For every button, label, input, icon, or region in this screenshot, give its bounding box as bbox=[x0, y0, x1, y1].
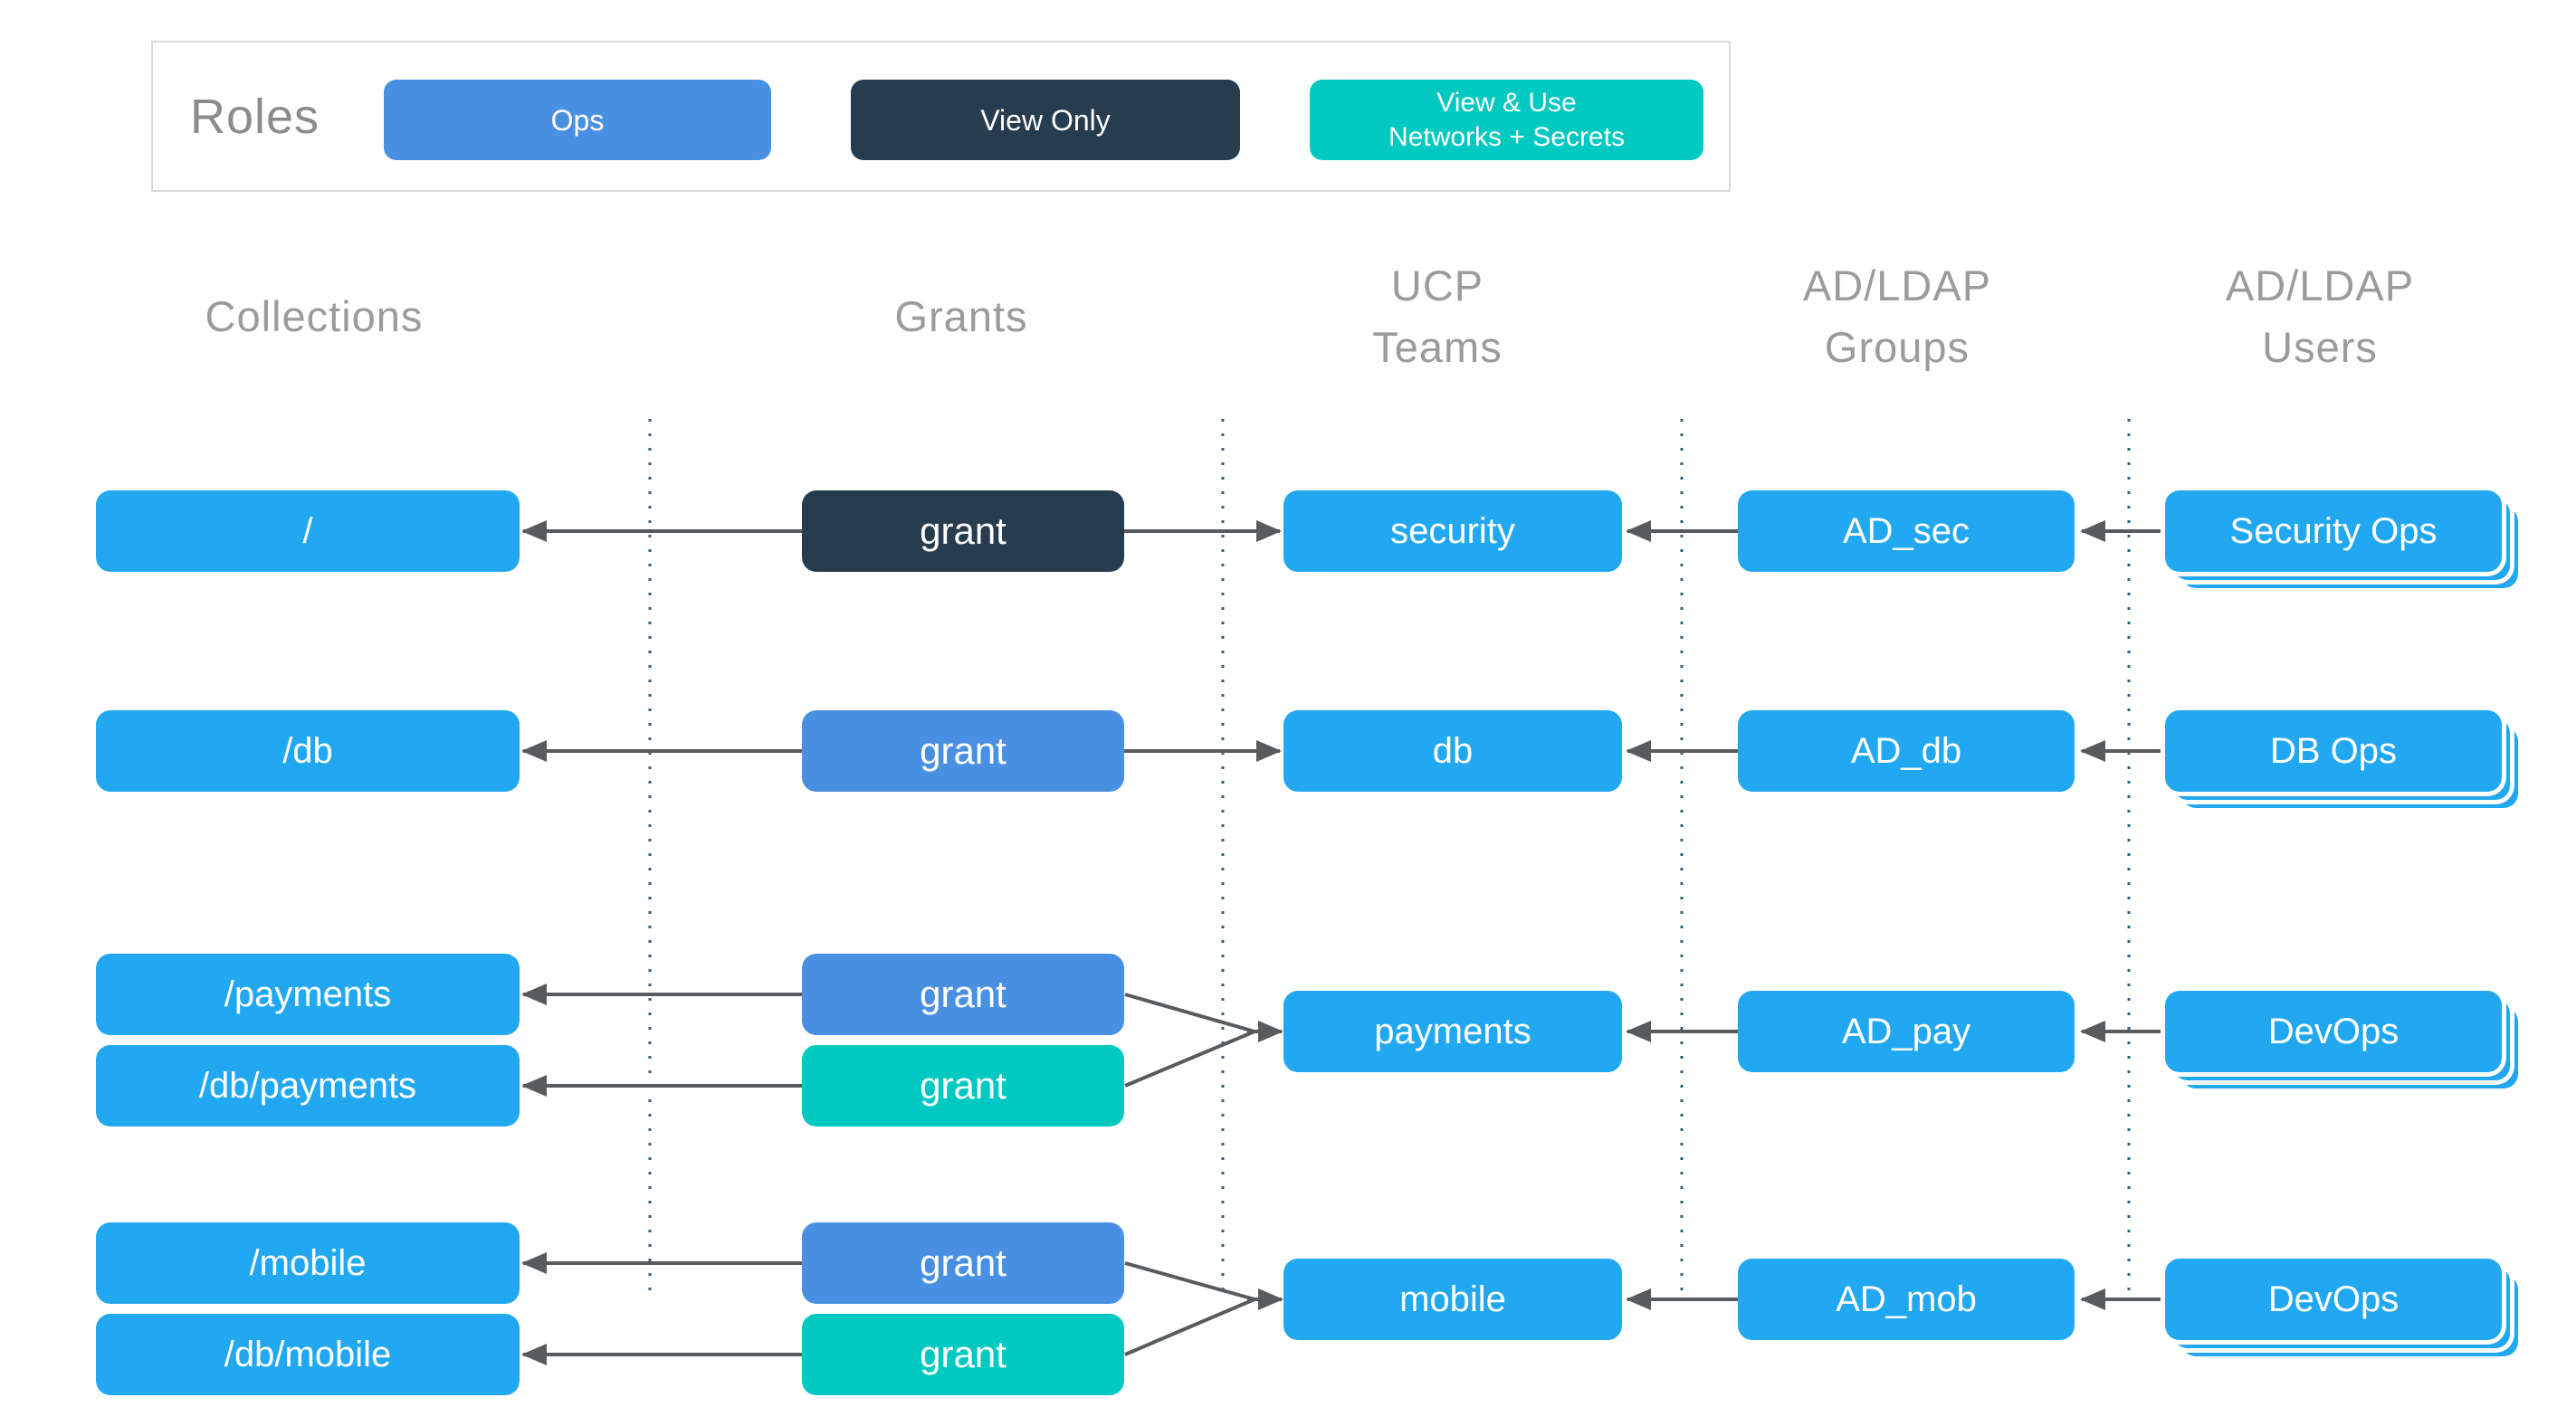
user-stack-devops-mobile: DevOps bbox=[2165, 1259, 2518, 1356]
column-header-ucp-teams-line1: UCP bbox=[1390, 261, 1484, 309]
column-header-ucp-teams: UCP Teams bbox=[1238, 253, 1636, 380]
column-header-adldap-groups-line1: AD/LDAP bbox=[1802, 261, 1992, 309]
legend-role-view-only: View Only bbox=[851, 80, 1240, 160]
user-card-devops-mobile: DevOps bbox=[2165, 1259, 2502, 1340]
grant-node-ops-mobile: grant bbox=[802, 1222, 1124, 1304]
team-node-db: db bbox=[1283, 710, 1622, 792]
collection-node-root: / bbox=[96, 490, 520, 572]
column-header-collections-line1: Collections bbox=[205, 292, 424, 340]
column-header-adldap-groups-line2: Groups bbox=[1824, 323, 1970, 371]
user-card-security-ops: Security Ops bbox=[2165, 490, 2502, 572]
legend-role-view-use-line2: Networks + Secrets bbox=[1388, 121, 1625, 152]
grant-node-view-only-root: grant bbox=[802, 490, 1124, 572]
team-node-security: security bbox=[1283, 490, 1622, 572]
column-header-adldap-users: AD/LDAP Users bbox=[2121, 253, 2519, 380]
user-stack-db-ops: DB Ops bbox=[2165, 710, 2518, 808]
column-header-grants: Grants bbox=[762, 253, 1160, 380]
team-node-mobile: mobile bbox=[1283, 1259, 1622, 1340]
column-header-adldap-users-line2: Users bbox=[2262, 323, 2378, 371]
arrow-grant3-to-payments-team bbox=[1124, 993, 1255, 1033]
column-header-adldap-groups: AD/LDAP Groups bbox=[1698, 253, 2096, 380]
group-node-ad-db: AD_db bbox=[1738, 710, 2075, 792]
arrow-grant6-to-mobile-team bbox=[1124, 1298, 1255, 1356]
column-header-collections: Collections bbox=[115, 253, 513, 380]
group-node-ad-mob: AD_mob bbox=[1738, 1259, 2075, 1340]
grant-node-view-use-mobile: grant bbox=[802, 1314, 1124, 1395]
arrow-grant4-to-payments-team bbox=[1124, 1030, 1255, 1088]
column-header-ucp-teams-line2: Teams bbox=[1372, 323, 1503, 371]
arrow-grant5-to-mobile-team bbox=[1124, 1261, 1255, 1301]
collection-node-payments: /payments bbox=[96, 954, 520, 1035]
user-card-devops-payments: DevOps bbox=[2165, 991, 2502, 1072]
grant-node-view-use-payments: grant bbox=[802, 1045, 1124, 1127]
column-header-grants-line1: Grants bbox=[894, 292, 1028, 340]
collection-node-db-mobile: /db/mobile bbox=[96, 1314, 520, 1395]
grant-node-ops-payments: grant bbox=[802, 954, 1124, 1035]
legend-title: Roles bbox=[190, 89, 320, 144]
team-node-payments: payments bbox=[1283, 991, 1622, 1072]
user-card-db-ops: DB Ops bbox=[2165, 710, 2502, 792]
group-node-ad-sec: AD_sec bbox=[1738, 490, 2075, 572]
user-stack-security-ops: Security Ops bbox=[2165, 490, 2518, 588]
grant-node-ops-db: grant bbox=[802, 710, 1124, 792]
collection-node-mobile: /mobile bbox=[96, 1222, 520, 1304]
legend-role-ops: Ops bbox=[384, 80, 771, 160]
collection-node-db-payments: /db/payments bbox=[96, 1045, 520, 1127]
legend-role-view-use-line1: View & Use bbox=[1436, 87, 1577, 118]
legend-role-view-use-networks-secrets: View & Use Networks + Secrets bbox=[1310, 80, 1703, 160]
group-node-ad-pay: AD_pay bbox=[1738, 991, 2075, 1072]
column-header-adldap-users-line1: AD/LDAP bbox=[2225, 261, 2415, 309]
user-stack-devops-payments: DevOps bbox=[2165, 991, 2518, 1089]
collection-node-db: /db bbox=[96, 710, 520, 792]
